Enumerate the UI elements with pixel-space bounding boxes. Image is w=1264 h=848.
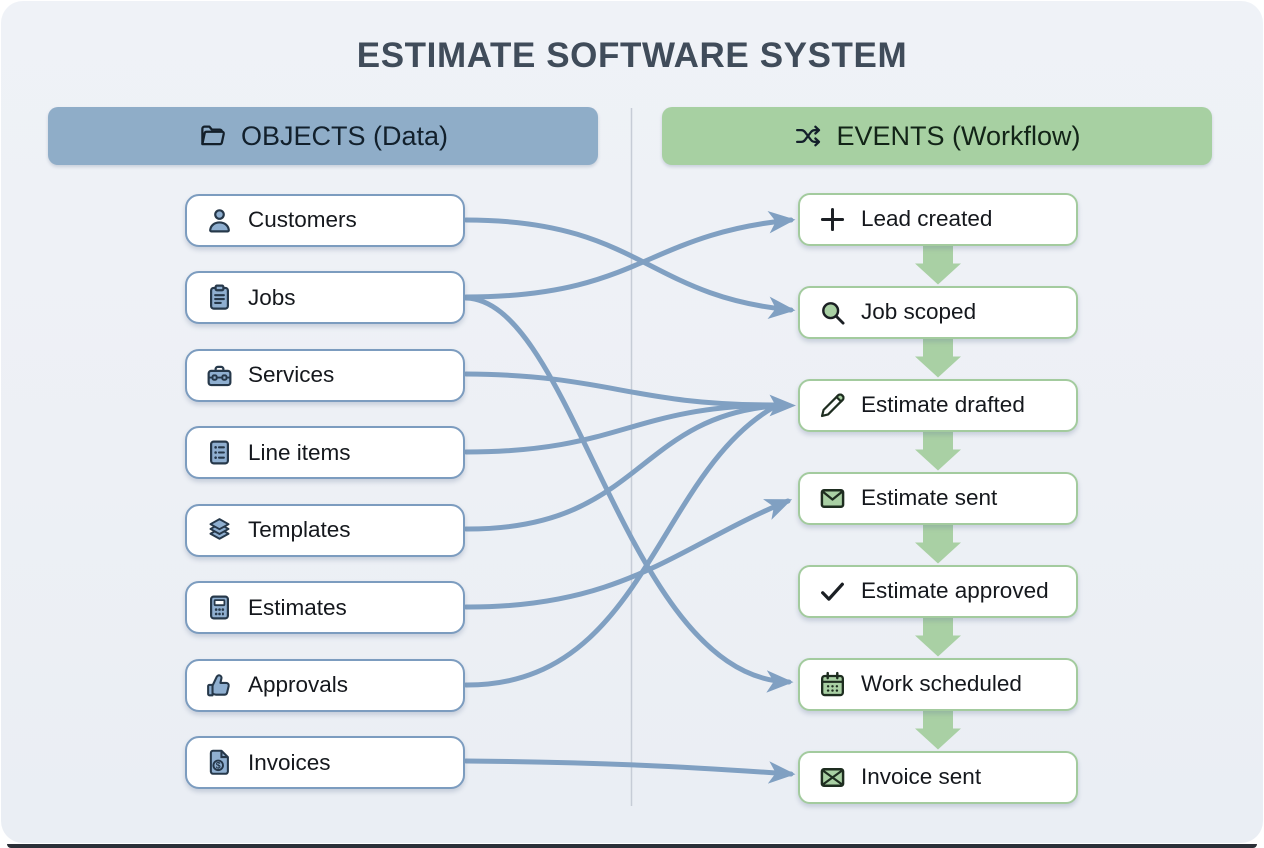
connector-jobs-to-work-scheduled (463, 295, 794, 693)
events-column-label: EVENTS (Workflow) (836, 120, 1081, 151)
connector-arrowhead-estimate-drafted (769, 394, 796, 417)
object-node-label: Services (248, 362, 335, 387)
shuffle-icon (793, 121, 823, 151)
objects-column-label: OBJECTS (Data) (240, 120, 449, 151)
object-node-label: Jobs (248, 284, 296, 310)
check-icon (817, 576, 848, 607)
object-node-customers: Customers (185, 193, 465, 247)
screen-bottom-edge (7, 844, 1257, 848)
workflow-arrow-estimate-approved-to-work-scheduled (915, 618, 961, 657)
diagram-title: ESTIMATE SOFTWARE SYSTEM (356, 36, 908, 75)
search-icon (817, 297, 848, 328)
pencil-icon (817, 390, 848, 421)
event-node-estimate-drafted: Estimate drafted (798, 378, 1078, 432)
event-node-label: Lead created (861, 206, 993, 231)
folder-icon (198, 121, 228, 151)
thumbs-up-icon (204, 670, 235, 701)
object-node-label: Templates (248, 517, 351, 542)
workflow-arrow-estimate-sent-to-estimate-approved (915, 525, 961, 564)
user-icon (204, 205, 235, 236)
workflow-arrow-estimate-drafted-to-estimate-sent (915, 432, 961, 471)
event-node-job-scoped: Job scoped (798, 285, 1078, 339)
invoice-icon: $ (204, 747, 235, 778)
workflow-arrow-job-scoped-to-estimate-drafted (915, 339, 961, 378)
object-node-label: Invoices (248, 749, 331, 775)
event-node-label: Work scheduled (861, 671, 1022, 696)
event-node-label: Job scoped (861, 299, 977, 324)
event-node-estimate-approved: Estimate approved (798, 564, 1078, 618)
calendar-icon (817, 669, 848, 700)
plus-icon (817, 204, 848, 235)
object-node-invoices: $ Invoices (185, 736, 465, 789)
object-node-services: Services (185, 348, 465, 402)
toolbox-icon (204, 360, 235, 391)
calculator-icon (204, 592, 235, 623)
connector-approvals-to-estimate-drafted (463, 404, 777, 688)
object-node-jobs: Jobs (185, 271, 465, 324)
connector-invoices-to-invoice-sent (463, 758, 796, 784)
workflow-arrow-lead-created-to-job-scoped (915, 246, 961, 285)
event-node-label: Invoice sent (861, 764, 982, 789)
event-node-lead-created: Lead created (798, 192, 1078, 246)
list-icon (204, 437, 235, 468)
object-node-estimates: Estimates (185, 581, 465, 634)
layers-icon (204, 515, 235, 546)
object-node-approvals: Approvals (185, 658, 465, 712)
connector-line-items-to-estimate-drafted (463, 402, 777, 455)
object-node-label: Approvals (248, 672, 349, 697)
connector-templates-to-estimate-drafted (463, 403, 777, 532)
object-node-label: Line items (248, 439, 351, 465)
connector-customers-to-job-scoped (463, 217, 796, 320)
mail-x-icon (817, 762, 848, 793)
object-node-templates: Templates (185, 503, 465, 557)
object-node-label: Estimates (248, 594, 347, 620)
svg-text:$: $ (216, 760, 221, 770)
object-node-line-items: Line items (185, 426, 465, 479)
connector-estimates-to-estimate-sent (463, 498, 793, 610)
workflow-arrow-work-scheduled-to-invoice-sent (915, 711, 961, 750)
connector-jobs-to-lead-created (463, 210, 796, 300)
event-node-label: Estimate approved (861, 578, 1049, 603)
event-node-estimate-sent: Estimate sent (798, 471, 1078, 525)
event-node-invoice-sent: Invoice sent (798, 750, 1078, 804)
connector-services-to-estimate-drafted (463, 371, 777, 408)
object-node-label: Customers (248, 207, 357, 232)
event-node-label: Estimate sent (861, 485, 998, 510)
event-node-label: Estimate drafted (861, 392, 1025, 417)
clipboard-icon (204, 282, 235, 313)
events-column-header: EVENTS (Workflow) (662, 107, 1212, 165)
objects-column-header: OBJECTS (Data) (48, 107, 598, 165)
event-node-work-scheduled: Work scheduled (798, 657, 1078, 711)
mail-icon (817, 483, 848, 514)
